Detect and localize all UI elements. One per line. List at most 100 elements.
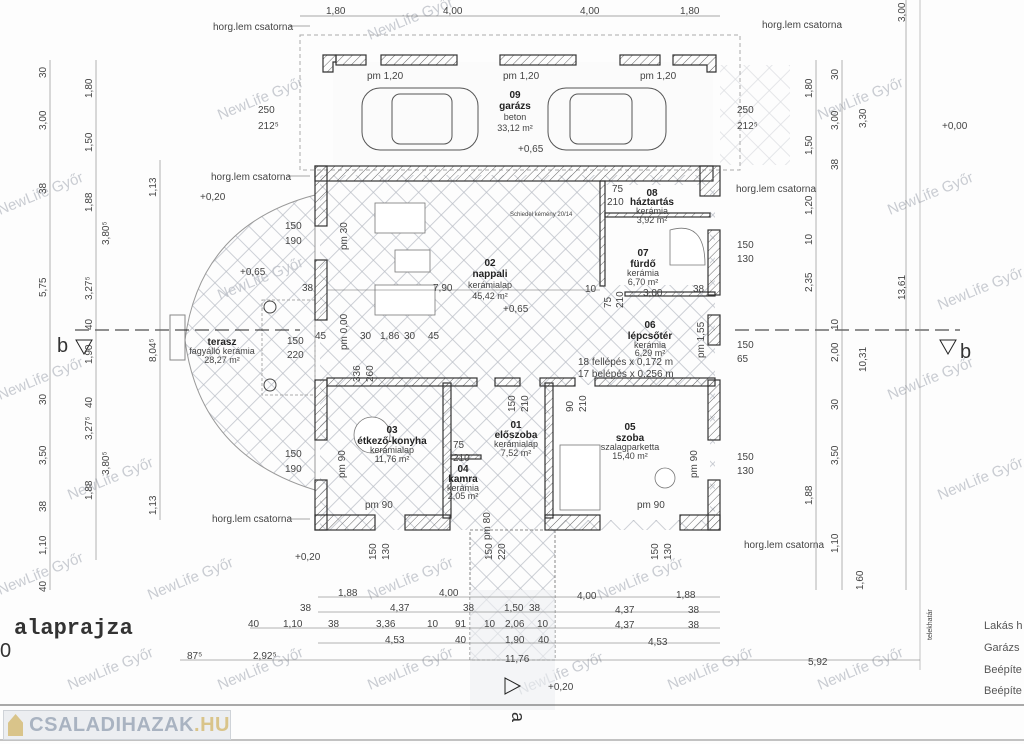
svg-text:87⁵: 87⁵ [187,651,202,662]
svg-text:1,50: 1,50 [504,603,524,614]
svg-text:04: 04 [457,464,469,475]
svg-text:07: 07 [637,248,649,259]
svg-text:10: 10 [585,284,597,295]
legend-item: Garázs [984,642,1020,654]
watermark: NewLife Győr [935,264,1024,314]
logo-tld: .HU [194,713,230,736]
svg-text:fagyálló kerámia: fagyálló kerámia [189,346,255,356]
svg-text:38: 38 [38,500,49,512]
svg-text:10: 10 [830,318,841,330]
svg-text:5,92: 5,92 [808,657,828,668]
dims-bottom: 1,88 4,00 4,00 1,88 38 4,37 38 1,50 38 4… [180,588,920,668]
svg-text:1,20: 1,20 [804,195,815,215]
plan-title: alaprajza [14,616,133,641]
svg-text:30: 30 [830,68,841,80]
svg-text:220: 220 [497,543,508,560]
svg-text:1,10: 1,10 [283,619,303,630]
svg-text:150: 150 [484,543,495,560]
svg-text:+0,20: +0,20 [200,192,226,203]
svg-text:09: 09 [509,90,521,101]
property-line-label: telekhatár [927,609,934,640]
svg-text:horg.lem csatorna: horg.lem csatorna [211,172,291,183]
svg-text:kamra: kamra [448,474,478,485]
svg-text:220: 220 [287,350,304,361]
stairs-rise: 18 fellépés x 0,172 m [578,357,673,368]
svg-text:kerámialap: kerámialap [494,439,538,449]
svg-text:+0,65: +0,65 [503,304,529,315]
svg-text:30: 30 [404,331,416,342]
svg-text:4,37: 4,37 [615,605,635,616]
svg-text:3,00: 3,00 [643,288,663,299]
svg-text:40: 40 [455,635,467,646]
svg-text:pm 0,00: pm 0,00 [339,313,350,350]
svg-text:1,86: 1,86 [380,331,400,342]
svg-text:40: 40 [84,396,95,408]
svg-text:45,42 m²: 45,42 m² [472,291,508,301]
svg-text:horg.lem csatorna: horg.lem csatorna [744,540,824,551]
svg-text:horg.lem csatorna: horg.lem csatorna [212,514,292,525]
svg-text:11,76: 11,76 [505,654,530,665]
svg-text:150: 150 [287,336,304,347]
room-09: 09 garázs beton 33,12 m² [497,90,533,133]
svg-text:előszoba: előszoba [495,430,538,441]
svg-text:150: 150 [650,543,661,560]
svg-text:10: 10 [537,619,549,630]
svg-text:3,80⁵: 3,80⁵ [101,221,112,245]
svg-text:28,27 m²: 28,27 m² [204,355,240,365]
watermark: NewLife Győr [595,554,686,604]
svg-text:3,00: 3,00 [897,2,908,22]
svg-text:10: 10 [484,619,496,630]
svg-text:szalagparketta: szalagparketta [601,442,660,452]
svg-text:3,36: 3,36 [376,619,396,630]
svg-text:210: 210 [520,395,531,412]
svg-text:4,00: 4,00 [580,6,600,17]
svg-text:4,00: 4,00 [577,591,597,602]
svg-text:10: 10 [804,233,815,245]
svg-text:210: 210 [578,395,589,412]
svg-text:kerámia: kerámia [636,206,668,216]
watermark: NewLife Győr [215,74,306,124]
site-logo[interactable]: CSALADIHAZAK.HU [3,710,231,740]
svg-text:4,53: 4,53 [385,635,405,646]
svg-text:30: 30 [38,66,49,78]
svg-text:65: 65 [737,354,749,365]
svg-text:150: 150 [737,452,754,463]
svg-text:3,27⁵: 3,27⁵ [84,276,95,300]
watermark: NewLife Győr [935,454,1024,504]
gutter-labels: horg.lem csatorna horg.lem csatorna horg… [211,20,842,551]
logo-name: CSALADIHAZAK [29,713,195,736]
svg-text:4,00: 4,00 [443,6,463,17]
svg-text:a: a [508,712,528,723]
svg-text:háztartás: háztartás [630,197,674,208]
room-01: 01 előszoba kerámialap 7,52 m² [494,420,538,458]
room-07: 07 fürdő kerámia 6,70 m² [627,248,659,287]
svg-text:38: 38 [38,182,49,194]
svg-text:1,50: 1,50 [84,132,95,152]
house-icon [8,714,24,736]
dims-left: 30 3,00 38 5,75 30 3,50 38 1,10 40 1,80 … [38,60,161,592]
garage-walls [322,54,717,73]
svg-text:10: 10 [427,619,439,630]
svg-text:3,92 m²: 3,92 m² [637,215,668,225]
svg-text:1,88: 1,88 [84,480,95,500]
svg-text:kerámia: kerámia [634,340,666,350]
svg-text:75: 75 [603,296,614,308]
steps [169,314,186,361]
svg-text:3,50: 3,50 [38,445,49,465]
svg-text:45: 45 [428,331,440,342]
svg-text:210: 210 [615,291,626,308]
svg-text:1,10: 1,10 [38,535,49,555]
svg-text:2,00: 2,00 [830,342,841,362]
svg-text:kerámia: kerámia [447,483,479,493]
svg-text:150: 150 [507,395,518,412]
svg-text:336: 336 [352,365,363,382]
svg-text:horg.lem csatorna: horg.lem csatorna [762,20,842,31]
svg-text:90: 90 [565,400,576,412]
dims-top: 1,80 4,00 4,00 1,80 [300,6,720,17]
svg-text:pm 1,20: pm 1,20 [640,71,677,82]
svg-text:01: 01 [510,420,522,431]
section-marks: b b a [57,329,971,723]
svg-text:1,50: 1,50 [804,135,815,155]
svg-text:75: 75 [453,440,465,451]
